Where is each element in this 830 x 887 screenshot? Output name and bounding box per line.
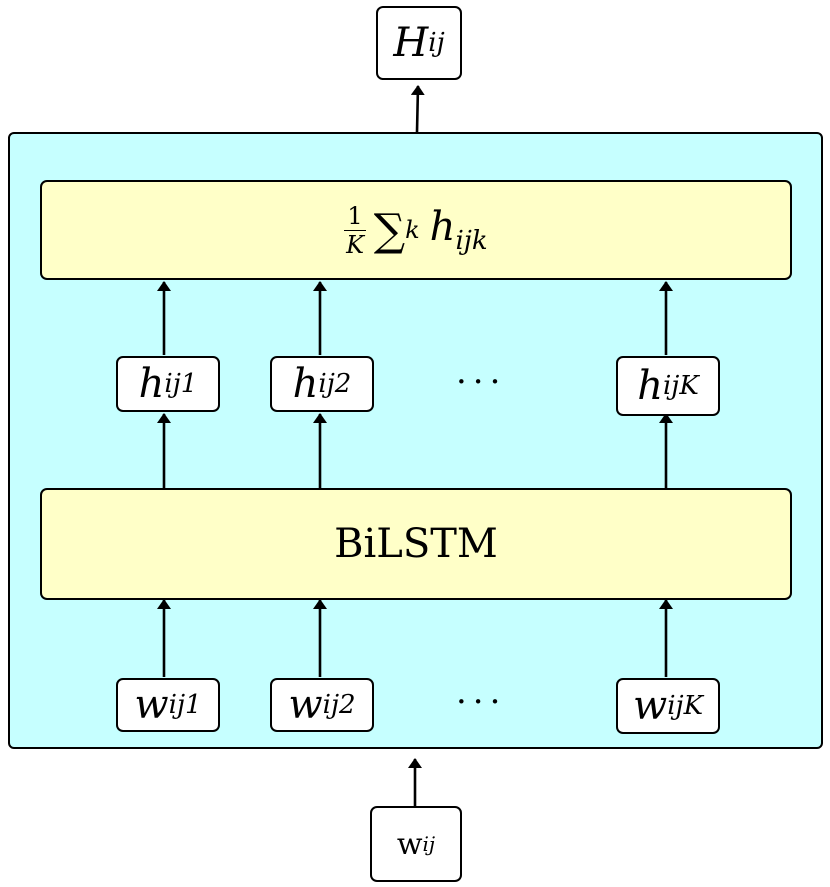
hidden-state-subscript: ij1 xyxy=(164,369,198,399)
hidden-state-symbol: h xyxy=(292,361,319,407)
word-symbol: w xyxy=(396,826,423,862)
output-symbol: H xyxy=(393,20,429,66)
bilstm-label: BiLSTM xyxy=(334,521,498,567)
input-token-symbol: w xyxy=(632,683,668,729)
hidden-state-subscript: ijK xyxy=(662,371,699,401)
fraction-denominator: K xyxy=(346,230,365,259)
input-token-subscript: ij2 xyxy=(322,690,356,720)
input-token-subscript: ijK xyxy=(667,691,704,721)
hidden-state-subscript: ij2 xyxy=(318,369,352,399)
output-subscript: ij xyxy=(428,28,445,58)
mean-term-subscript: ijk xyxy=(455,225,488,256)
hidden-ellipsis: ··· xyxy=(456,362,507,402)
input-token-symbol: w xyxy=(288,682,323,728)
sum-symbol: ∑ xyxy=(373,204,406,256)
mean-term-symbol: h xyxy=(429,203,456,250)
input-token-symbol: w xyxy=(134,682,169,728)
input-token-subscript: ij1 xyxy=(168,690,202,720)
hidden-state-symbol: h xyxy=(637,363,663,409)
mean-pooling-layer: 1 K ∑k hijk xyxy=(40,180,792,280)
hidden-state-symbol: h xyxy=(138,361,165,407)
fraction-numerator: 1 xyxy=(344,204,366,231)
input-ellipsis: ··· xyxy=(456,682,507,722)
word-subscript: ij xyxy=(422,832,436,856)
arrow-container-to-output xyxy=(410,85,425,133)
bilstm-layer: BiLSTM xyxy=(40,488,792,600)
fraction: 1 K xyxy=(344,204,366,259)
sum-index: k xyxy=(405,216,420,244)
